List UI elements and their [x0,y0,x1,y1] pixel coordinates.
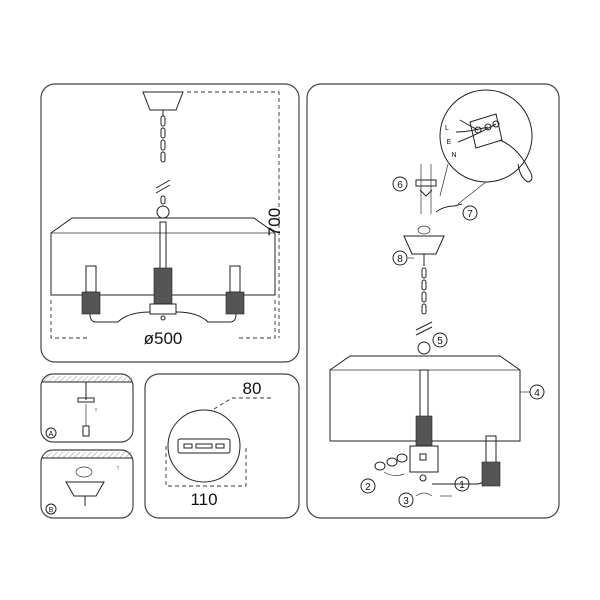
step-7-label: 7 [467,209,473,220]
wire-n-label: N [451,152,456,159]
wire-l-label: L [445,125,449,132]
step-8-badge [392,250,408,266]
dimensions-panel: 700 ø500 [40,83,300,363]
step-1-label: 1 [459,480,465,491]
diameter-label: ø500 [144,329,183,348]
wire-e-label: E [447,139,452,146]
inset-b-label: B [49,507,54,514]
step-2-badge [360,478,376,494]
svg-text:↑: ↑ [116,465,120,472]
plate-width-label: 110 [190,490,217,509]
mounting-plate [167,409,241,483]
step-2-label: 2 [365,482,371,493]
svg-text:↑: ↑ [94,407,98,414]
step-6-label: 6 [397,180,403,191]
step-7-badge [462,205,478,221]
inset-b-panel: ↑ B [40,449,134,519]
height-label: 700 [265,208,284,236]
canopy [403,235,445,255]
inset-b-badge [45,503,57,515]
installation-chain [415,267,433,336]
inset-a-badge [45,427,57,439]
step-1-badge [454,476,470,492]
step-6-badge [392,176,408,192]
step-8-label: 8 [397,254,403,265]
step-3-label: 3 [403,496,409,507]
wiring-detail: L E N [439,89,533,205]
mounting-plate-panel: 80 110 [144,373,300,519]
step-5-label: 5 [437,336,443,347]
inset-a-label: A [49,431,54,438]
mounting-screws [415,164,437,214]
inset-a-panel: ↑ A [40,373,134,443]
step-4-label: 4 [534,388,540,399]
step-3-badge [398,492,414,508]
step-5-badge [432,332,448,348]
chain [155,115,171,205]
plate-depth-label: 80 [243,379,262,398]
installation-panel: L E N 6 7 8 [306,83,560,519]
